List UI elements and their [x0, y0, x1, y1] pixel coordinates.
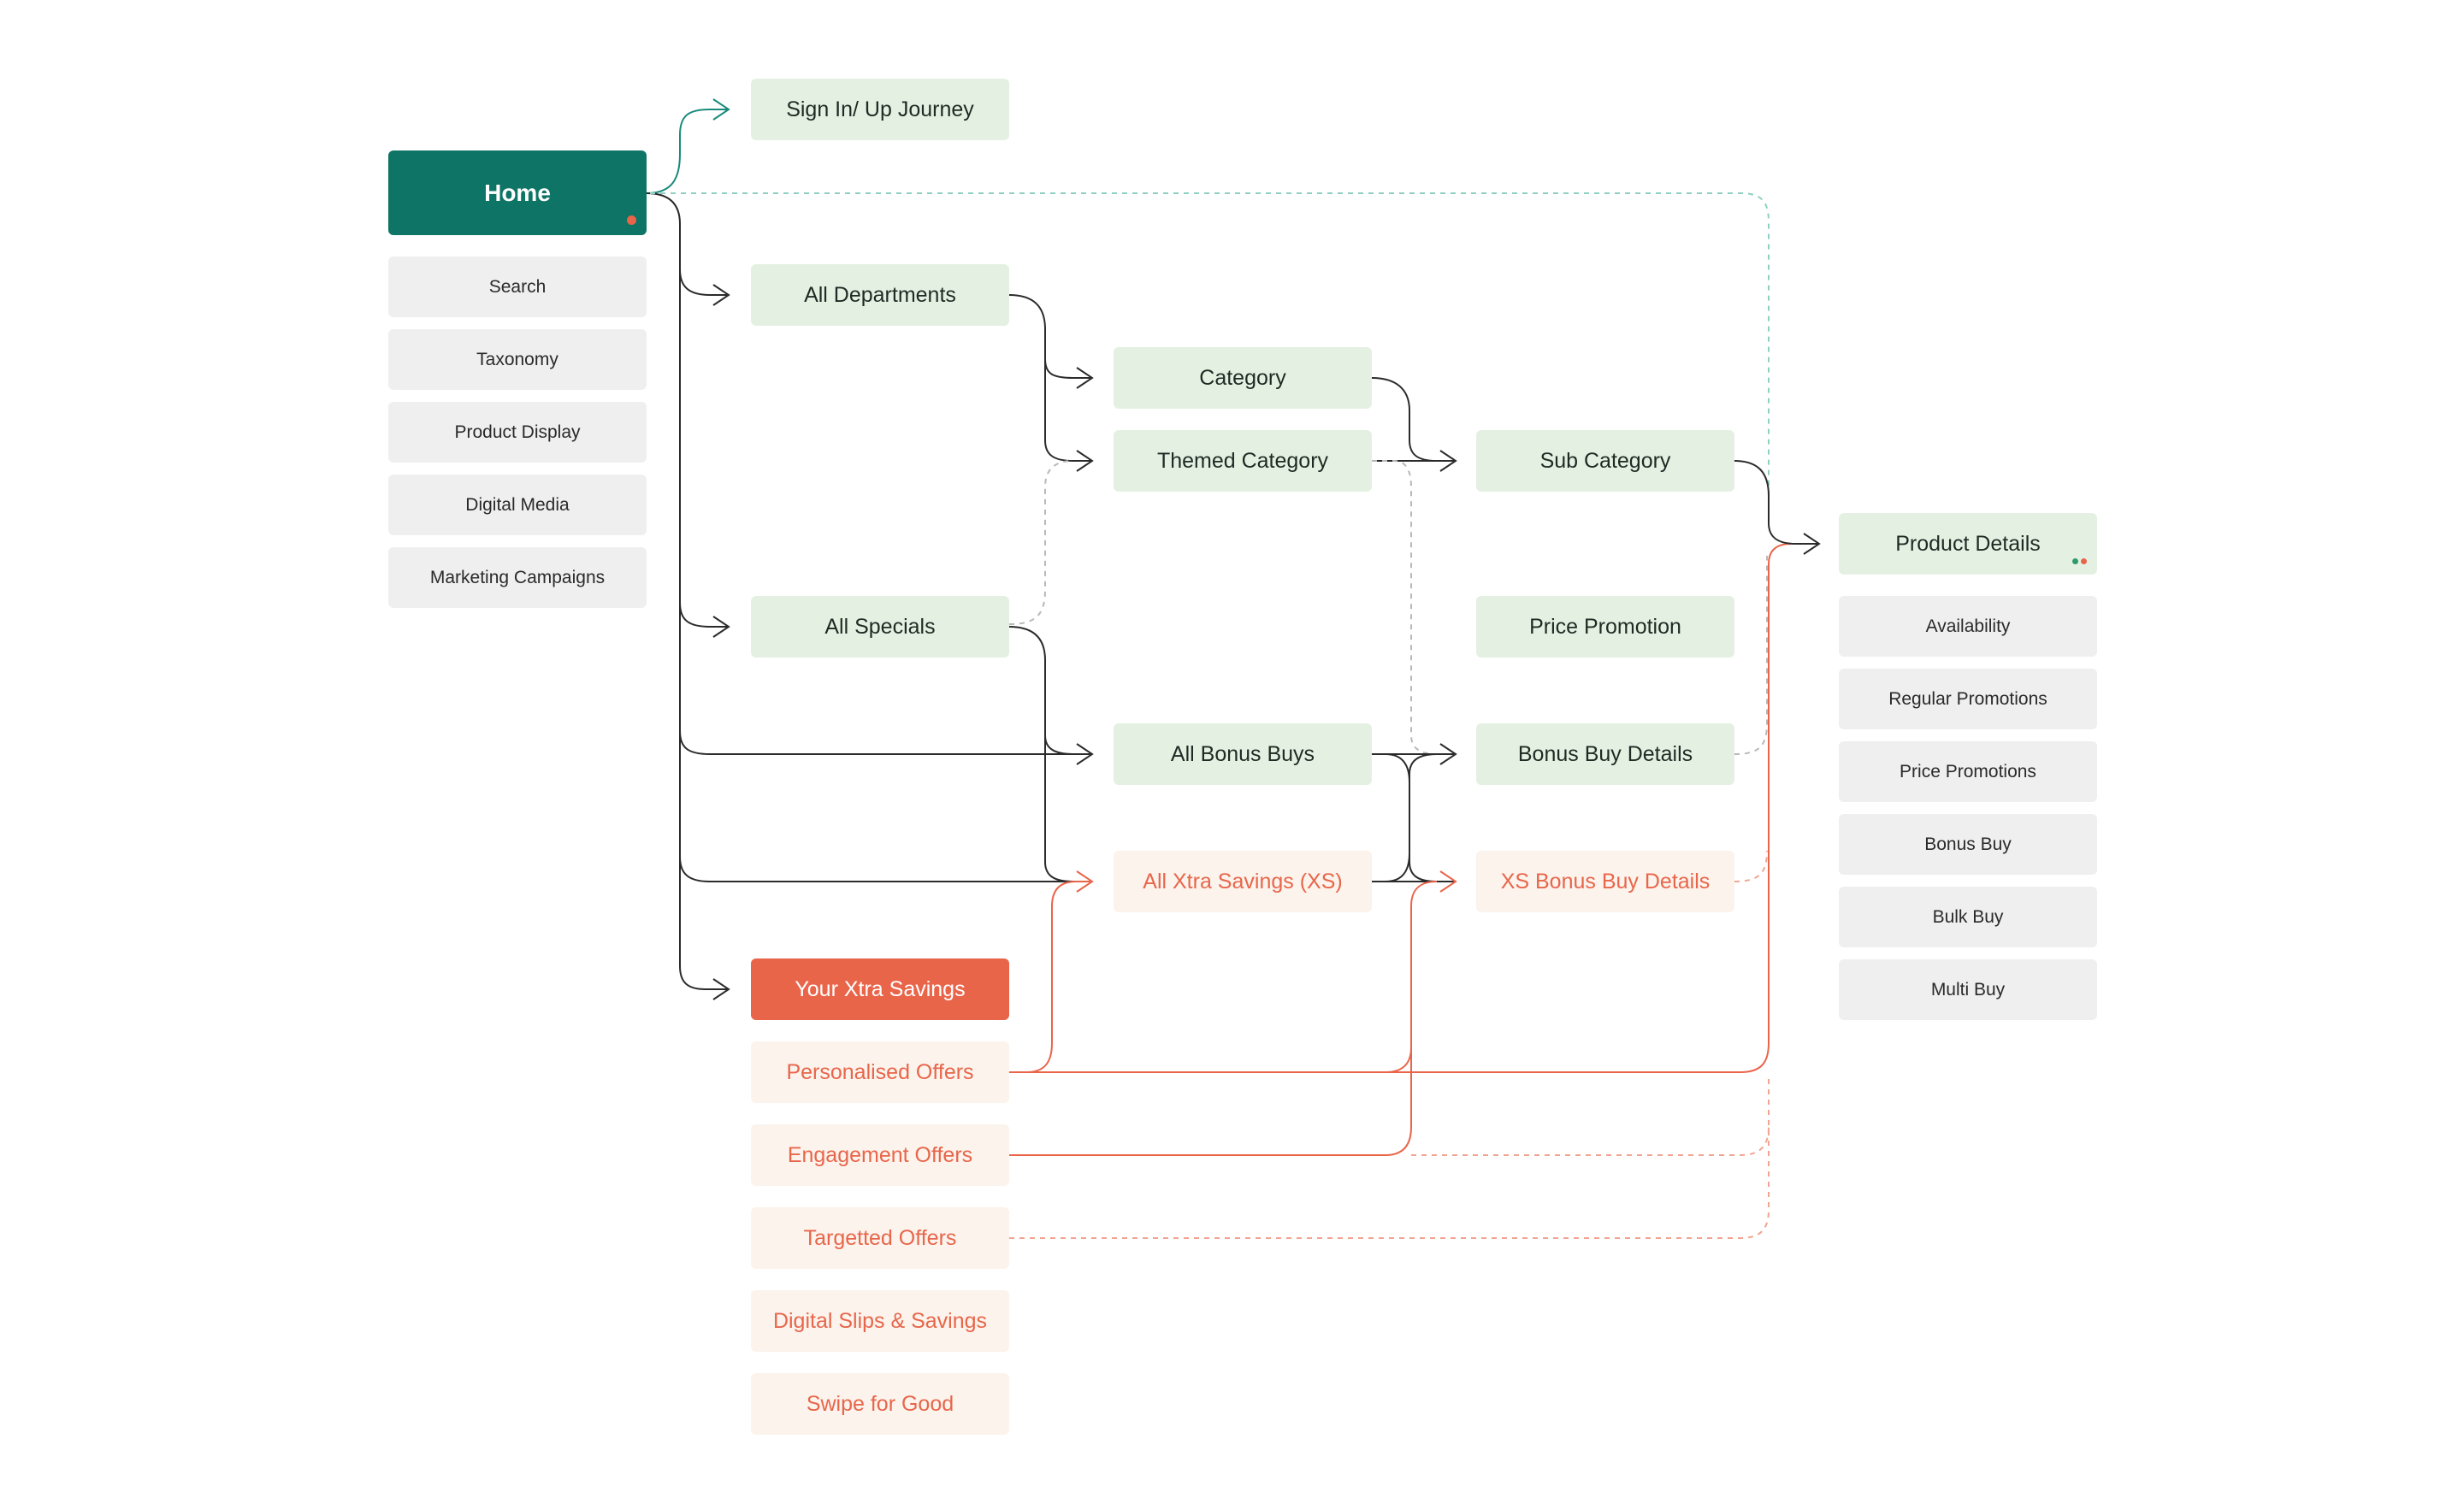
- link-personalised-allxs: [1009, 881, 1090, 1073]
- node-price-promotion[interactable]: Price Promotion: [1476, 596, 1734, 658]
- node-home-label: Home: [484, 179, 551, 206]
- arrow-specials: [712, 616, 730, 638]
- arrow-departments: [712, 284, 730, 306]
- arrow-signin: [712, 98, 730, 121]
- home-sub-digital-media[interactable]: Digital Media: [388, 475, 647, 535]
- link-themed-bbd-dashed: [1372, 460, 1438, 755]
- product-sub-regular-promotions[interactable]: Regular Promotions: [1839, 669, 2097, 729]
- link-bonusbuys-xsbbd: [1372, 753, 1454, 882]
- arrow-category: [1076, 367, 1094, 389]
- product-status-dot-green: [2072, 558, 2078, 564]
- product-sub-bulk-buy[interactable]: Bulk Buy: [1839, 887, 2097, 947]
- home-sub-product-display[interactable]: Product Display: [388, 402, 647, 463]
- product-sub-multi-buy[interactable]: Multi Buy: [1839, 959, 2097, 1020]
- link-specials-themed-dashed: [1008, 460, 1074, 625]
- arrow-your-xs: [712, 978, 730, 1000]
- node-personalised-offers[interactable]: Personalised Offers: [751, 1041, 1009, 1103]
- node-all-departments[interactable]: All Departments: [751, 264, 1009, 326]
- arrow-bbd: [1439, 743, 1457, 765]
- link-bbd-product-dashed: [1734, 556, 1768, 755]
- node-themed-category[interactable]: Themed Category: [1114, 430, 1372, 492]
- node-engagement-offers[interactable]: Engagement Offers: [751, 1124, 1009, 1186]
- arrow-bonusbuys: [1076, 743, 1094, 765]
- link-engagement-xsbbd: [1009, 881, 1438, 1156]
- home-sub-taxonomy[interactable]: Taxonomy: [388, 329, 647, 390]
- link-specials-allxs: [1044, 735, 1074, 882]
- node-all-specials[interactable]: All Specials: [751, 596, 1009, 658]
- link-engagement-product-dashed: [1411, 1126, 1770, 1156]
- node-swipe-for-good[interactable]: Swipe for Good: [751, 1373, 1009, 1435]
- link-specials-bonusbuys: [1008, 626, 1090, 755]
- link-home-product-dashed: [650, 192, 1770, 530]
- node-all-xtra-savings[interactable]: All Xtra Savings (XS): [1114, 851, 1372, 912]
- link-dept-themed: [1044, 359, 1090, 462]
- link-personalised-product: [1009, 543, 1817, 1073]
- node-targetted-offers[interactable]: Targetted Offers: [751, 1207, 1009, 1269]
- link-subcat-product: [1734, 460, 1817, 545]
- link-category-subcat: [1371, 377, 1454, 462]
- link-home-trunk: [646, 192, 727, 990]
- link-allxs-bbd: [1372, 753, 1438, 882]
- arrow-allxs: [1076, 870, 1094, 893]
- node-digital-slips-savings[interactable]: Digital Slips & Savings: [751, 1290, 1009, 1352]
- link-home-bonusbuys: [679, 730, 1090, 755]
- product-sub-price-promotions[interactable]: Price Promotions: [1839, 741, 2097, 802]
- home-status-dot: [627, 215, 636, 225]
- link-home-specials: [679, 602, 727, 628]
- node-all-bonus-buys[interactable]: All Bonus Buys: [1114, 723, 1372, 785]
- arrow-product: [1803, 533, 1821, 555]
- product-sub-bonus-buy[interactable]: Bonus Buy: [1839, 814, 2097, 875]
- node-sub-category[interactable]: Sub Category: [1476, 430, 1734, 492]
- link-home-signin: [646, 109, 727, 194]
- arrow-subcat: [1439, 450, 1457, 472]
- home-sub-marketing-campaigns[interactable]: Marketing Campaigns: [388, 547, 647, 608]
- link-targetted-product-dashed: [1009, 1077, 1770, 1239]
- node-category[interactable]: Category: [1114, 347, 1372, 409]
- link-home-departments: [679, 268, 727, 296]
- node-xs-bonus-buy-details[interactable]: XS Bonus Buy Details: [1476, 851, 1734, 912]
- node-sign-in-journey[interactable]: Sign In/ Up Journey: [751, 79, 1009, 140]
- link-dept-category: [1008, 294, 1090, 379]
- home-sub-search[interactable]: Search: [388, 257, 647, 317]
- product-sub-availability[interactable]: Availability: [1839, 596, 2097, 657]
- link-xsbbd-product-dashed: [1734, 850, 1768, 882]
- product-status-dot-orange: [2081, 558, 2087, 564]
- link-home-allxs: [679, 856, 1090, 882]
- node-your-xtra-savings[interactable]: Your Xtra Savings: [751, 958, 1009, 1020]
- arrow-xsbbd: [1439, 870, 1457, 893]
- node-home[interactable]: Home: [388, 150, 647, 235]
- link-personalised-branch: [1385, 1047, 1412, 1073]
- node-bonus-buy-details[interactable]: Bonus Buy Details: [1476, 723, 1734, 785]
- arrow-themed: [1076, 450, 1094, 472]
- node-product-details[interactable]: Product Details: [1839, 513, 2097, 575]
